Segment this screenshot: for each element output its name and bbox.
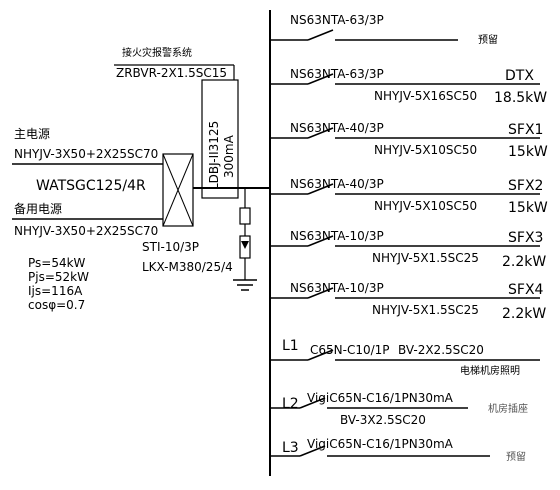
- branch-4-cable: NHYJV-5X10SC50: [374, 199, 477, 213]
- branch-4-breaker: NS63NTA-40/3P: [290, 177, 384, 191]
- lighting-1-breaker: C65N-C10/1P: [310, 343, 390, 357]
- lighting-1-name: 电梯机房照明: [460, 364, 520, 377]
- leakage-monitor-box: [201, 79, 239, 199]
- branch-4-switch: [307, 183, 334, 195]
- arrester-model: LKX-M380/25/4: [142, 260, 233, 274]
- lighting-3-phase: L3: [282, 440, 299, 456]
- summary-cos: cosφ=0.7: [28, 298, 85, 312]
- branch-5-power: 2.2kW: [502, 254, 546, 270]
- branch-4-name: SFX2: [508, 178, 543, 194]
- ats-box-cross-b: [162, 153, 194, 227]
- arrester-arrow: [241, 241, 249, 249]
- branch-2-breaker: NS63NTA-63/3P: [290, 67, 384, 81]
- branch-5-breaker: NS63NTA-10/3P: [290, 229, 384, 243]
- branch-6-switch: [307, 287, 334, 299]
- summary-ps: Ps=54kW: [28, 256, 86, 270]
- lighting-2-switch: [299, 397, 326, 409]
- leakage-monitor-model: LDBJ-II3125: [207, 121, 221, 190]
- branch-2-power: 18.5kW: [494, 90, 547, 106]
- branch-6-power: 2.2kW: [502, 306, 546, 322]
- branch-3-name: SFX1: [508, 122, 543, 138]
- fire-system-title: 接火灾报警系统: [122, 46, 192, 59]
- branch-3-switch: [307, 127, 334, 139]
- lighting-3-switch: [299, 445, 326, 457]
- branch-6-breaker: NS63NTA-10/3P: [290, 281, 384, 295]
- branch-2-switch: [307, 73, 334, 85]
- fire-system-cable: ZRBVR-2X1.5SC15: [116, 66, 227, 80]
- lighting-1-switch: [307, 349, 334, 361]
- spd-model: STI-10/3P: [142, 240, 199, 254]
- branch-5-switch: [307, 235, 334, 247]
- lighting-2-name: 机房插座: [488, 402, 528, 415]
- branch-4-power: 15kW: [508, 200, 548, 216]
- lighting-3-name: 预留: [506, 450, 526, 463]
- branch-2-cable: NHYJV-5X16SC50: [374, 89, 477, 103]
- branch-3-power: 15kW: [508, 144, 548, 160]
- lighting-2-phase: L2: [282, 396, 299, 412]
- backup-supply-cable: NHYJV-3X50+2X25SC70: [14, 224, 158, 238]
- summary-pjs: Pjs=52kW: [28, 270, 89, 284]
- spd-fuse: [239, 207, 251, 225]
- branch-6-name: SFX4: [508, 282, 544, 298]
- ats-box: [162, 153, 194, 227]
- lighting-2-breaker: VigiC65N-C16/1PN30mA: [307, 391, 454, 405]
- branch-1-switch: [307, 29, 334, 41]
- branch-6-cable: NHYJV-5X1.5SC25: [372, 303, 479, 317]
- backup-supply-label: 备用电源: [14, 202, 62, 216]
- branch-2-name: DTX: [505, 68, 534, 84]
- lighting-1-cable: BV-2X2.5SC20: [398, 343, 484, 357]
- branch-1-breaker: NS63NTA-63/3P: [290, 13, 384, 27]
- ats-model: WATSGC125/4R: [36, 178, 146, 194]
- branch-5-cable: NHYJV-5X1.5SC25: [372, 251, 479, 265]
- main-supply-label: 主电源: [14, 127, 50, 141]
- branch-3-cable: NHYJV-5X10SC50: [374, 143, 477, 157]
- leakage-monitor-current: 300mA: [222, 134, 236, 178]
- summary-ijs: Ijs=116A: [28, 284, 83, 298]
- lighting-2-cable: BV-3X2.5SC20: [340, 413, 426, 427]
- branch-1-name: 预留: [478, 33, 498, 46]
- branch-5-name: SFX3: [508, 230, 543, 246]
- lighting-3-breaker: VigiC65N-C16/1PN30mA: [307, 437, 454, 451]
- branch-3-breaker: NS63NTA-40/3P: [290, 121, 384, 135]
- main-supply-cable: NHYJV-3X50+2X25SC70: [14, 147, 158, 161]
- lighting-1-phase: L1: [282, 338, 299, 354]
